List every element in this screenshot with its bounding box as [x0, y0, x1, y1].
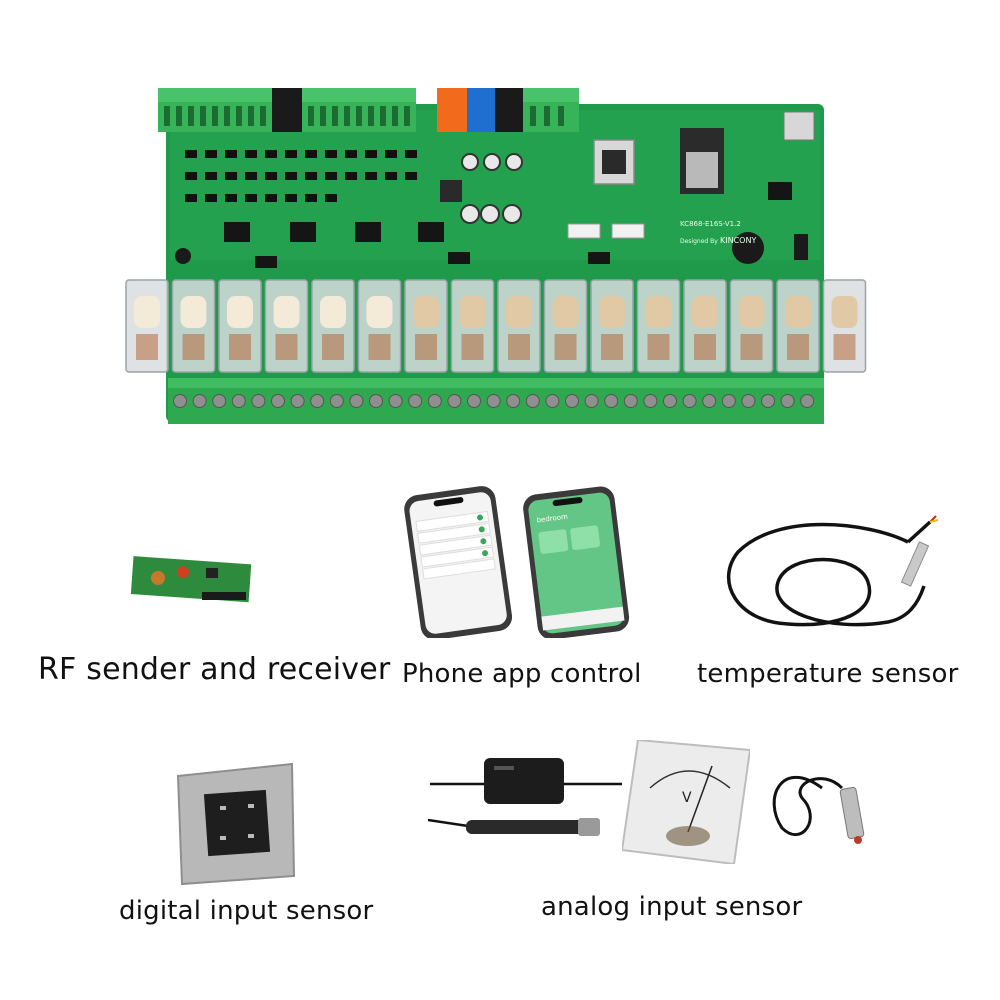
phone-left: [404, 486, 513, 638]
terminal-screw: [623, 394, 638, 408]
inductor: [440, 180, 462, 202]
analog-input-caption: analog input sensor: [541, 892, 803, 922]
relay: [450, 279, 495, 373]
analog-transmitter-photo: [428, 758, 622, 836]
terminal-screw: [369, 394, 383, 408]
terminal-screw: [663, 394, 677, 408]
terminal-screw: [741, 394, 756, 408]
terminal-screw: [584, 394, 599, 408]
board-model-label: KC868-E16S-V1.2: [680, 220, 741, 228]
relay: [683, 279, 727, 373]
relay: [543, 279, 588, 373]
terminal-screw: [212, 394, 227, 408]
relay: [125, 279, 169, 373]
panel-voltmeter-photo: V: [622, 740, 750, 864]
buzzer: [732, 232, 764, 264]
top-terminal-black-2: [495, 88, 523, 132]
terminal-screw: [447, 394, 462, 408]
relay: [357, 279, 402, 373]
header-pins: [794, 234, 808, 260]
rf-module-photo: [130, 556, 252, 603]
relay: [776, 279, 820, 373]
terminal-screw: [761, 394, 775, 408]
terminal-screw: [721, 394, 736, 408]
relay: [729, 279, 774, 373]
relay: [264, 279, 309, 373]
terminal-screw: [545, 394, 560, 408]
relay: [311, 279, 355, 373]
terminal-screw: [251, 394, 266, 408]
terminal-screw: [231, 394, 246, 408]
relay: [636, 279, 681, 373]
phone-right-title: bedroom: [536, 513, 568, 525]
capacitors: [175, 153, 523, 264]
terminal-screw: [565, 394, 579, 408]
relay: [218, 279, 262, 373]
terminal-screw: [780, 394, 795, 408]
terminal-screw: [506, 394, 521, 408]
relay: [822, 279, 867, 373]
terminal-screw: [604, 394, 619, 408]
rf-caption: RF sender and receiver: [38, 652, 391, 687]
digital-input-panel-photo: [176, 762, 296, 886]
terminal-screw: [290, 394, 305, 408]
esp32-module: [680, 128, 724, 194]
terminal-screw: [408, 394, 423, 408]
top-terminal-blue: [467, 88, 495, 132]
phones-photo: bedroom: [404, 486, 630, 638]
terminal-screw: [427, 394, 442, 408]
relay: [404, 279, 448, 373]
ic-chips: [224, 182, 792, 268]
phone-right: bedroom: [523, 486, 630, 638]
ethernet-port: [593, 139, 635, 185]
top-terminal-orange: [437, 88, 467, 132]
terminal-screw: [800, 394, 815, 408]
pressure-sensor-photo: [772, 775, 865, 844]
terminal-screw: [349, 394, 364, 408]
relay: [171, 279, 216, 373]
relay-row: [125, 279, 867, 373]
top-terminal-black: [272, 88, 302, 132]
terminal-screws: [173, 394, 815, 408]
terminal-screw: [173, 394, 187, 408]
terminal-screw: [310, 394, 325, 408]
white-connector-2: [611, 223, 645, 239]
temperature-caption: temperature sensor: [697, 659, 959, 689]
terminal-screw: [192, 394, 207, 408]
terminal-screw: [643, 394, 658, 408]
board-designer-label: Designed By: [680, 238, 718, 245]
terminal-screw: [271, 394, 285, 408]
digital-input-caption: digital input sensor: [119, 896, 374, 926]
usb-port: [783, 111, 815, 141]
smd-components: [185, 150, 417, 202]
controller-board-photo: KC868-E16S-V1.2 Designed By KINCONY: [125, 88, 867, 424]
relay: [590, 279, 634, 373]
relay: [497, 279, 541, 373]
board-brand-label: KINCONY: [720, 236, 756, 245]
terminal-screw: [467, 394, 481, 408]
terminal-screw: [329, 394, 344, 408]
meter-unit-label: V: [682, 790, 692, 806]
terminal-screw: [388, 394, 403, 408]
terminal-screw: [702, 394, 717, 408]
terminal-screw: [682, 394, 697, 408]
white-connector: [567, 223, 601, 239]
terminal-screw: [525, 394, 540, 408]
temperature-sensor-photo: [726, 515, 939, 627]
terminal-screw: [486, 394, 501, 408]
app-caption: Phone app control: [402, 659, 642, 689]
